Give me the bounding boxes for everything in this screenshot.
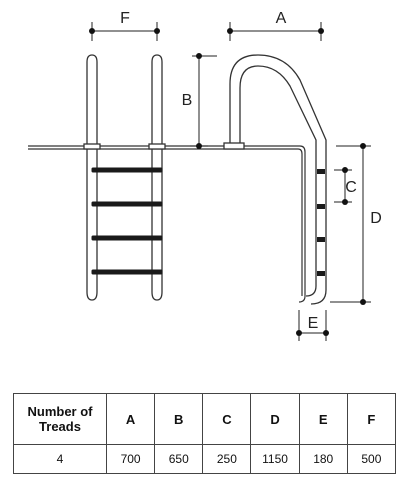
ladder-side-view — [223, 54, 327, 305]
pool-edge — [28, 145, 306, 303]
dimension-label-c: C — [345, 179, 357, 196]
table-cell: 180 — [298, 444, 348, 474]
table-cell: 500 — [346, 444, 397, 474]
dimension-label-e: E — [308, 315, 319, 332]
dimensions-table: Number of Treads A B C D E F 4 700 650 2… — [13, 393, 397, 474]
ladder-diagram: F A B C D E — [28, 10, 382, 341]
dimension-label-b: B — [182, 92, 193, 109]
dimension-label-a: A — [276, 10, 287, 27]
header-treads-line-2: Treads — [39, 419, 81, 434]
tread-3 — [91, 235, 163, 241]
dimension-label-f: F — [120, 10, 130, 27]
tread-4 — [91, 269, 163, 275]
dimension-lines — [91, 22, 371, 341]
table-header-cell: C — [202, 393, 252, 445]
header-treads-line-1: Number of — [27, 404, 93, 419]
tread-2 — [91, 201, 163, 207]
table-header-row: Number of Treads A B C D E F — [13, 393, 397, 445]
dimension-markers — [89, 28, 366, 336]
table-header-cell: E — [298, 393, 348, 445]
side-tread-4 — [317, 271, 325, 276]
ladder-front-view — [83, 54, 166, 301]
ladder-treads — [91, 167, 163, 275]
table-header-cell: Number of Treads — [13, 393, 107, 445]
dimension-label-d: D — [370, 210, 382, 227]
table-row: 4 700 650 250 1150 180 500 — [13, 444, 397, 474]
side-tread-1 — [317, 169, 325, 174]
table-cell: 4 — [13, 444, 107, 474]
table-cell: 650 — [154, 444, 204, 474]
table-header-cell: A — [105, 393, 156, 445]
table-header-cell: B — [154, 393, 204, 445]
side-tread-3 — [317, 237, 325, 242]
table-cell: 700 — [105, 444, 156, 474]
side-tread-2 — [317, 204, 325, 209]
side-treads — [317, 169, 325, 276]
table-header-cell: F — [346, 393, 397, 445]
tread-1 — [91, 167, 163, 173]
table-cell: 1150 — [250, 444, 300, 474]
table-cell: 250 — [202, 444, 252, 474]
table-header-cell: D — [250, 393, 300, 445]
